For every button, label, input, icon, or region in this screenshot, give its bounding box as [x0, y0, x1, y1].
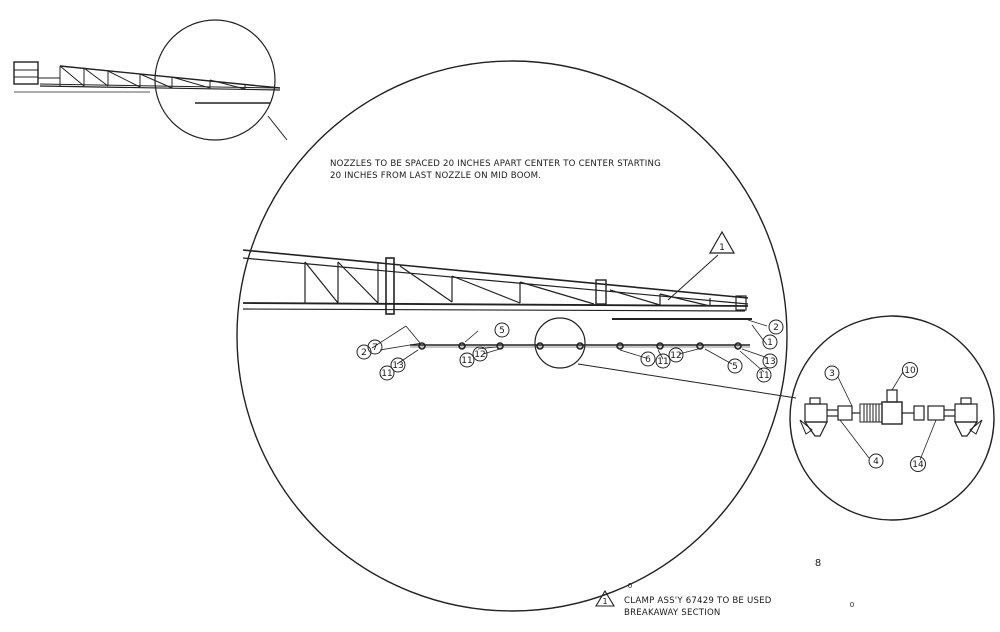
callout-11-mid: 11 — [459, 352, 475, 368]
zoom-circle-small — [154, 19, 276, 141]
zoom-circle-large — [236, 60, 788, 612]
svg-text:11: 11 — [657, 357, 668, 367]
part-callouts: 2 7 11 13 5 11 12 6 — [356, 319, 784, 383]
svg-text:10: 10 — [904, 366, 916, 376]
svg-text:2: 2 — [773, 323, 779, 333]
nozzle-assembly-detail — [799, 389, 983, 437]
svg-text:11: 11 — [758, 371, 769, 381]
detail-callout-leaders — [837, 371, 937, 461]
svg-text:11: 11 — [461, 356, 472, 366]
svg-text:5: 5 — [732, 362, 738, 372]
callout-11-right-b: 11 — [756, 367, 772, 383]
zoom-leader-line — [267, 115, 288, 141]
svg-text:12: 12 — [474, 350, 485, 360]
callout-13-left: 13 — [390, 357, 406, 373]
svg-text:12: 12 — [670, 351, 681, 361]
clamp-note-flag: 1 — [602, 597, 607, 606]
svg-text:14: 14 — [912, 460, 924, 470]
svg-text:5: 5 — [499, 326, 505, 336]
clamp-note: 1 CLAMP ASS'Y 67429 TO BE USED BREAKAWAY… — [595, 589, 772, 618]
stray-mark-b: 0 — [628, 582, 632, 590]
callout-14-detail: 14 — [910, 456, 926, 472]
threaded-coupling — [859, 403, 883, 423]
main-boom — [242, 249, 752, 320]
overview-boom — [13, 61, 281, 104]
clamp-note-line2: BREAKAWAY SECTION — [624, 608, 721, 618]
callout-3-detail: 3 — [824, 365, 840, 381]
callout-12-mid: 12 — [472, 346, 488, 362]
callout-10-detail: 10 — [902, 362, 918, 378]
nozzle-detail-circle — [789, 315, 995, 521]
callout-2-left: 2 — [356, 344, 372, 360]
spray-detail-leader — [577, 363, 797, 399]
callout-4-detail: 4 — [868, 453, 884, 469]
nozzle-spacing-note-line1: NOZZLES TO BE SPACED 20 INCHES APART CEN… — [330, 159, 661, 169]
callout-2-end: 2 — [768, 319, 784, 335]
svg-text:2: 2 — [361, 348, 367, 358]
callout-5-mid: 5 — [494, 322, 510, 338]
svg-text:4: 4 — [873, 457, 879, 467]
callout-5-right: 5 — [727, 358, 743, 374]
tee-fitting — [881, 389, 925, 425]
nozzle-spacing-note-line2: 20 INCHES FROM LAST NOZZLE ON MID BOOM. — [330, 171, 541, 181]
callout-6-right: 6 — [640, 351, 656, 367]
warning-flag-callout: 1 — [667, 230, 736, 301]
zoom-circle-spray-detail — [534, 317, 586, 369]
detail-callouts: 3 10 4 14 — [824, 362, 926, 472]
stray-mark-a: 8 — [815, 558, 821, 569]
callout-13-right: 13 — [762, 353, 778, 369]
stray-mark-c: 0 — [850, 601, 854, 609]
right-fitting — [927, 405, 945, 421]
svg-text:7: 7 — [372, 343, 378, 353]
left-fitting — [837, 405, 853, 421]
callout-leaders — [371, 319, 769, 373]
clamp-note-line1: CLAMP ASS'Y 67429 TO BE USED — [624, 596, 772, 606]
callout-7-left: 7 — [367, 339, 383, 355]
callout-12-right: 12 — [668, 347, 684, 363]
left-nozzle-body — [799, 397, 838, 437]
svg-text:13: 13 — [764, 357, 775, 367]
warning-flag-number: 1 — [719, 243, 725, 253]
callout-1-end: 1 — [762, 334, 778, 350]
nozzle-spray-bar — [410, 342, 750, 350]
callout-11-left: 11 — [379, 365, 395, 381]
svg-text:3: 3 — [829, 369, 835, 379]
svg-text:1: 1 — [767, 338, 773, 348]
svg-text:13: 13 — [392, 361, 403, 371]
callout-11-right-a: 11 — [655, 353, 671, 369]
svg-text:11: 11 — [381, 369, 392, 379]
svg-text:6: 6 — [645, 355, 651, 365]
right-nozzle-body — [954, 397, 983, 437]
